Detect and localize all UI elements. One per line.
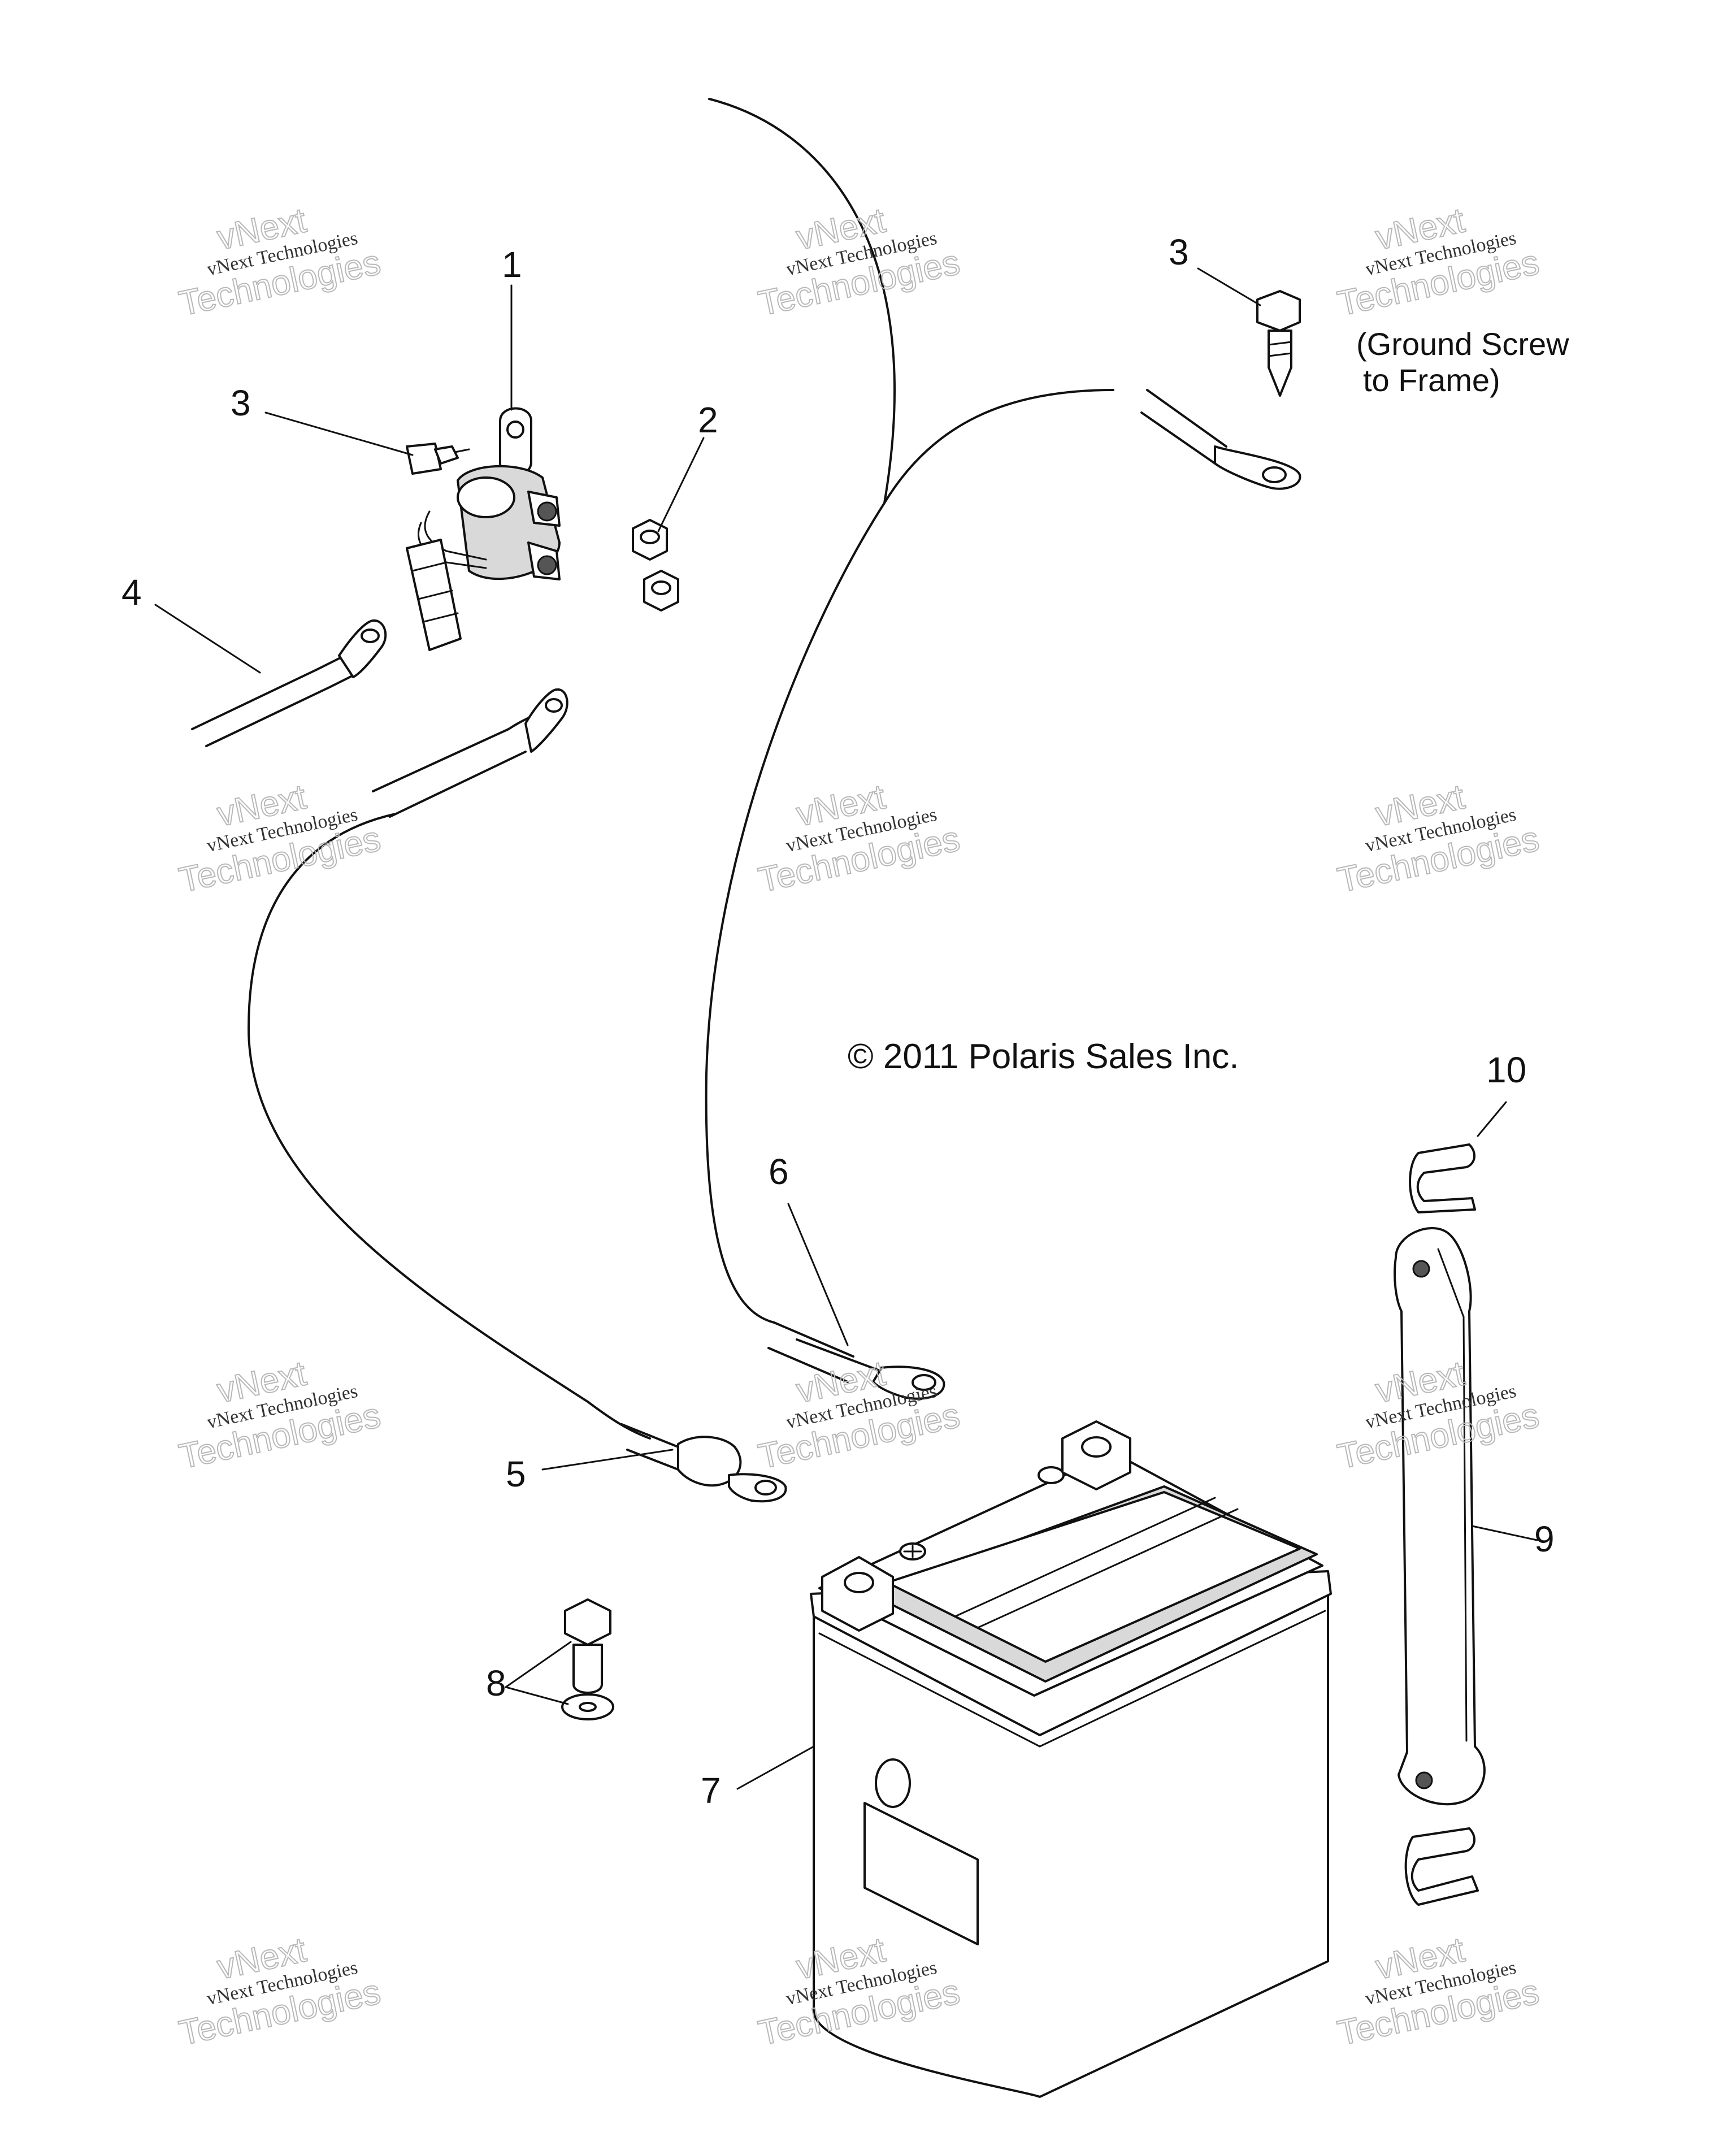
clip-10-bottom (1404, 1827, 1479, 1906)
watermark-r3c2: vNext vNext Technologies Technologies (754, 1353, 964, 1477)
callout-3-right: 3 (1169, 232, 1189, 272)
cable-6-terminal (767, 1321, 945, 1400)
cable-5-upper-wire (372, 688, 568, 818)
cable-6 (705, 98, 896, 1324)
callout-8: 8 (486, 1663, 506, 1703)
watermark-r3c1: vNext vNext Technologies Technologies (175, 1353, 384, 1477)
watermark-r3c3: vNext vNext Technologies Technologies (1334, 1353, 1543, 1477)
ground-note-line-2: to Frame) (1363, 362, 1500, 398)
watermark-r4c3: vNext vNext Technologies Technologies (1334, 1930, 1543, 2053)
watermark-r4c1: vNext vNext Technologies Technologies (175, 1930, 384, 2053)
leader-3-right (1197, 267, 1261, 306)
watermark-r2c2: vNext vNext Technologies Technologies (754, 777, 964, 900)
callout-7: 7 (701, 1770, 721, 1811)
callout-9: 9 (1534, 1519, 1555, 1559)
leader-8a (505, 1641, 572, 1688)
ground-screw-3 (1256, 290, 1301, 397)
leader-10 (1477, 1101, 1507, 1137)
starter-solenoid (406, 407, 561, 651)
cable-4 (191, 619, 387, 747)
callout-6: 6 (769, 1151, 789, 1192)
callout-2: 2 (698, 400, 718, 440)
leader-6 (787, 1203, 849, 1346)
battery (810, 1420, 1332, 2098)
watermark-r1c2: vNext vNext Technologies Technologies (754, 200, 964, 324)
ground-cable (883, 389, 1114, 504)
battery-strap-9 (1394, 1226, 1486, 1806)
cable-5-boot-terminal (620, 1423, 787, 1503)
clip-10-top (1409, 1143, 1476, 1213)
bolt-8 (564, 1598, 611, 1694)
callout-5: 5 (506, 1454, 526, 1494)
leader-2 (657, 437, 705, 532)
screw-3-left (406, 443, 470, 475)
watermark-r2c1: vNext vNext Technologies Technologies (175, 777, 384, 900)
callout-4: 4 (121, 572, 142, 613)
leader-5 (541, 1449, 674, 1471)
callout-10: 10 (1486, 1050, 1526, 1090)
watermark-r2c3: vNext vNext Technologies Technologies (1334, 777, 1543, 900)
watermark-r1c3: vNext vNext Technologies Technologies (1334, 200, 1543, 324)
leader-7 (736, 1745, 815, 1790)
ground-note-line-1: (Ground Screw (1356, 326, 1569, 362)
leader-3-left (264, 411, 414, 456)
nut-2-bottom (643, 570, 679, 612)
washer-8 (561, 1693, 614, 1720)
leader-9 (1471, 1525, 1538, 1541)
callout-1: 1 (502, 244, 522, 285)
ground-ring-terminal (1140, 389, 1301, 490)
watermark-r1c1: vNext vNext Technologies Technologies (175, 200, 384, 324)
copyright-text: © 2011 Polaris Sales Inc. (848, 1037, 1239, 1076)
leader-8b (505, 1686, 569, 1705)
leader-4 (154, 604, 261, 674)
cable-5 (248, 813, 651, 1440)
callout-3-left: 3 (231, 383, 251, 423)
